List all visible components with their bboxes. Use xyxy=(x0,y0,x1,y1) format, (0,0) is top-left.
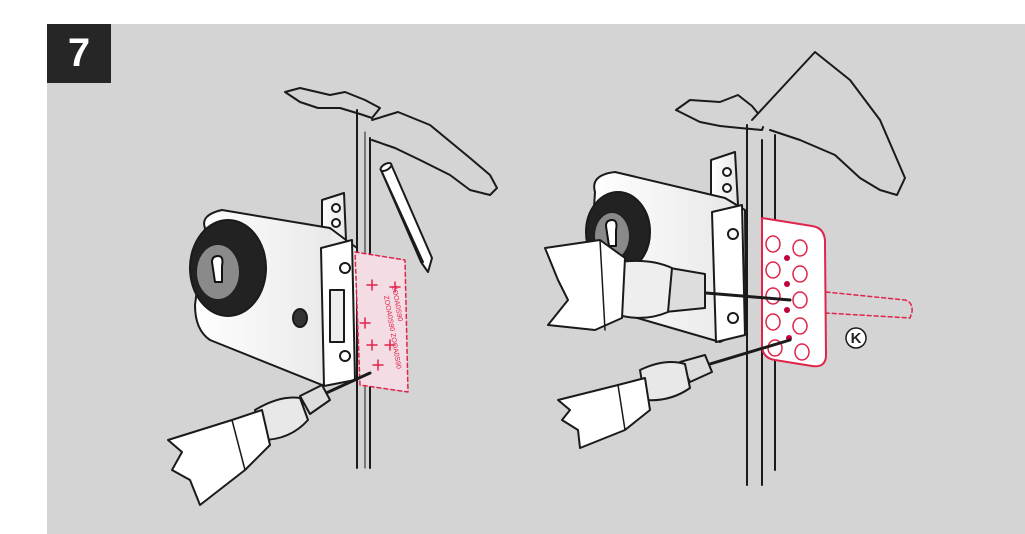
drill-icon xyxy=(167,371,372,506)
step-number-badge: 7 xyxy=(47,24,111,83)
upper-drill-icon xyxy=(544,239,792,331)
lock-face-plate-2 xyxy=(711,204,746,343)
door-frame-top-left-2 xyxy=(675,94,766,131)
wall-top-right xyxy=(371,111,498,196)
drilling-template: ZOOA0S90 ZOOA0S90 ZOOA0S90 xyxy=(354,251,409,393)
wall-top-right-2 xyxy=(751,51,906,196)
right-scene: K xyxy=(544,51,913,486)
pencil-icon xyxy=(379,162,433,273)
lower-drill-icon xyxy=(557,338,792,449)
callout-k: K xyxy=(845,327,867,349)
drilling-jig xyxy=(761,217,913,368)
door-frame-top-left xyxy=(284,87,381,119)
keyhole-icon xyxy=(211,255,224,283)
projected-bolt-dashed xyxy=(825,291,913,319)
keyhole-icon-2 xyxy=(605,219,618,247)
left-scene: ZOOA0S90 ZOOA0S90 ZOOA0S90 xyxy=(167,87,498,506)
callout-k-label: K xyxy=(851,330,862,347)
